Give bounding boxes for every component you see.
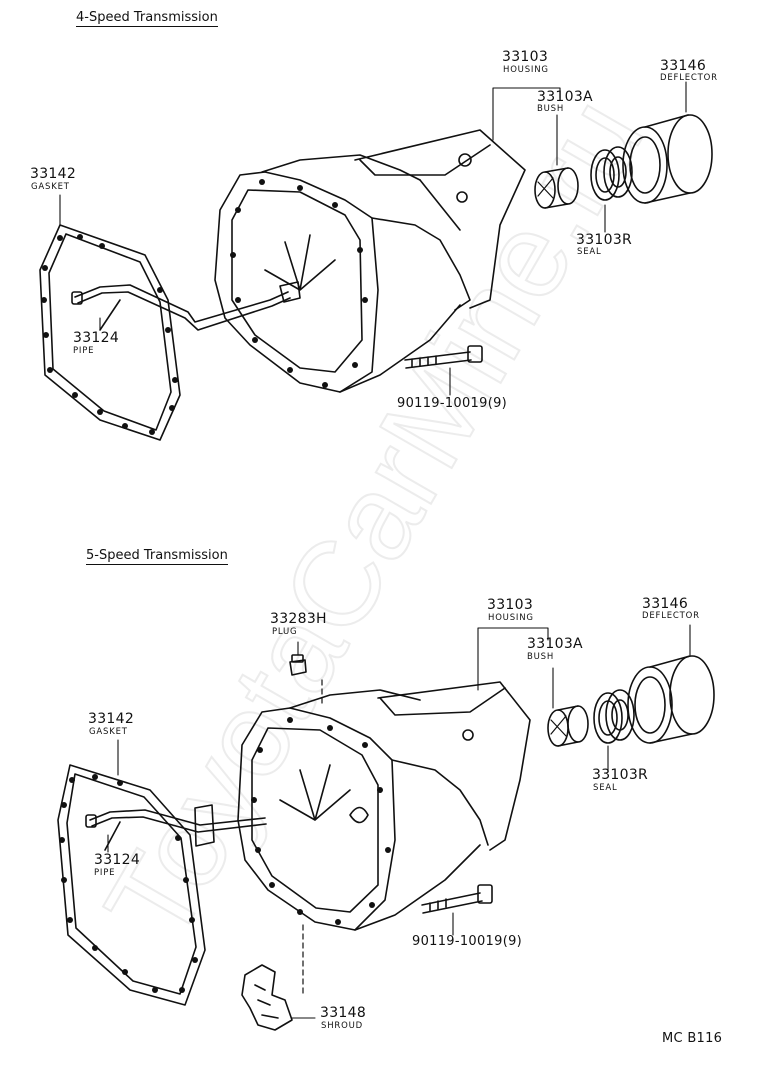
bush-number-4spd: 33103A bbox=[537, 89, 593, 105]
deflector-number-5spd: 33146 bbox=[642, 596, 689, 612]
bush-number-5spd: 33103A bbox=[527, 636, 583, 652]
bolt-code-5spd: 90119-10019(9) bbox=[412, 934, 523, 949]
bolt-code-4spd: 90119-10019(9) bbox=[397, 396, 508, 411]
bolt-4spd bbox=[404, 345, 483, 369]
pipe-name-4spd: PIPE bbox=[73, 346, 95, 356]
gasket-number-4spd: 33142 bbox=[30, 166, 77, 182]
pipe-name-5spd: PIPE bbox=[94, 868, 116, 878]
seal-number-4spd: 33103R bbox=[576, 232, 633, 248]
gasket-holes-4spd bbox=[41, 234, 178, 435]
shroud-5spd bbox=[241, 924, 304, 1031]
shroud-name-5spd: SHROUD bbox=[321, 1021, 363, 1031]
deflector-name-4spd: DEFLECTOR bbox=[660, 73, 718, 83]
pipe-number-5spd: 33124 bbox=[94, 852, 141, 868]
gasket-4spd bbox=[39, 224, 181, 441]
bush-name-4spd: BUSH bbox=[537, 104, 565, 114]
housing-number-4spd: 33103 bbox=[502, 49, 549, 65]
seal-number-5spd: 33103R bbox=[592, 767, 649, 783]
gasket-5spd bbox=[57, 764, 206, 1006]
leader-lines-4spd bbox=[59, 81, 687, 396]
housing-4spd bbox=[214, 129, 526, 393]
housing-5spd bbox=[237, 681, 531, 931]
plug-name-5spd: PLUG bbox=[272, 627, 298, 637]
seal-name-4spd: SEAL bbox=[577, 247, 602, 257]
leader-lines-5spd bbox=[107, 624, 691, 1019]
bush-name-5spd: BUSH bbox=[527, 652, 555, 662]
deflector-4spd bbox=[622, 114, 713, 204]
pipe-number-4spd: 33124 bbox=[73, 330, 120, 346]
deflector-name-5spd: DEFLECTOR bbox=[642, 611, 700, 621]
bolt-5spd bbox=[421, 884, 493, 914]
bush-5spd bbox=[547, 705, 589, 747]
plug-number-5spd: 33283H bbox=[270, 611, 327, 627]
section-title-5speed: 5-Speed Transmission bbox=[86, 548, 228, 565]
gasket-name-5spd: GASKET bbox=[89, 727, 128, 737]
gasket-name-4spd: GASKET bbox=[31, 182, 70, 192]
seal-4spd bbox=[590, 146, 633, 201]
plug-5spd bbox=[289, 654, 323, 706]
pipe-4spd bbox=[71, 281, 301, 331]
shroud-number-5spd: 33148 bbox=[320, 1005, 367, 1021]
gasket-holes-5spd bbox=[59, 774, 198, 993]
gasket-number-5spd: 33142 bbox=[88, 711, 135, 727]
bush-4spd bbox=[534, 167, 579, 209]
section-title-4speed: 4-Speed Transmission bbox=[76, 10, 218, 27]
seal-5spd bbox=[593, 689, 635, 744]
figure-code: MC B116 bbox=[662, 1031, 723, 1046]
deflector-5spd bbox=[627, 655, 715, 744]
housing-number-5spd: 33103 bbox=[487, 597, 534, 613]
deflector-number-4spd: 33146 bbox=[660, 58, 707, 74]
seal-name-5spd: SEAL bbox=[593, 783, 618, 793]
housing-name-5spd: HOUSING bbox=[488, 613, 534, 623]
housing-name-4spd: HOUSING bbox=[503, 65, 549, 75]
